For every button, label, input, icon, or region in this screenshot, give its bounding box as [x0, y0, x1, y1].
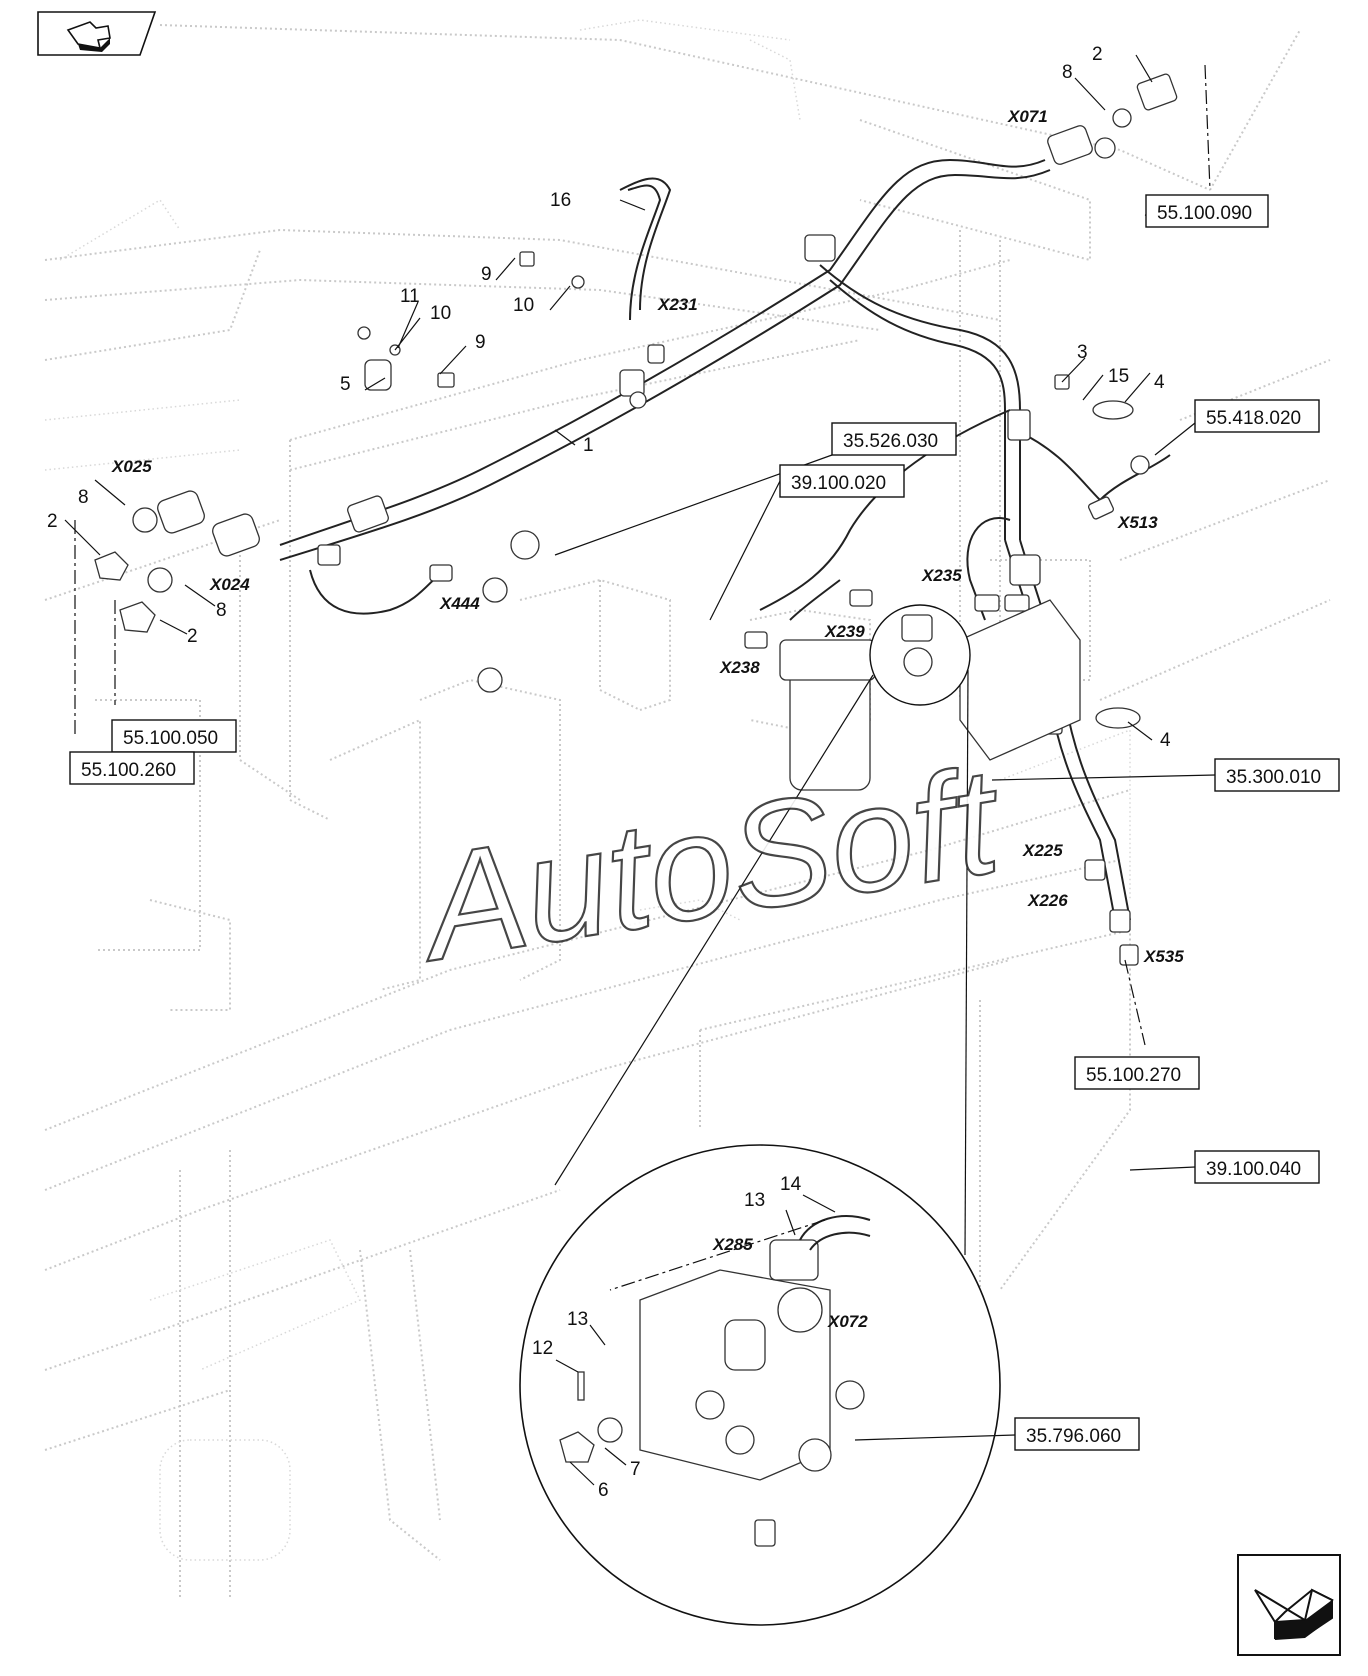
connector-label: X231	[657, 295, 698, 314]
callout-label: 3	[1077, 342, 1088, 363]
callout-label: 14	[780, 1174, 802, 1195]
ref-box[interactable]: 55.100.270	[1074, 1056, 1200, 1090]
callout-label: 6	[598, 1480, 609, 1501]
callout-label: 9	[475, 332, 486, 353]
callout-label: 13	[567, 1309, 588, 1330]
ref-box[interactable]: 35.526.030	[831, 422, 957, 456]
ref-label: 55.100.260	[81, 760, 176, 781]
connector-labels: X071 X231 X025 X024 X444 X235 X239 X238 …	[111, 107, 1184, 1331]
watermark: AutoSoft	[405, 735, 1013, 993]
ref-label: 35.526.030	[843, 431, 938, 452]
center-lines	[74, 64, 1211, 1046]
detail-views	[519, 604, 1001, 1626]
connector-label: X071	[1007, 107, 1048, 126]
connector-label: X226	[1027, 891, 1068, 910]
ref-box[interactable]: 55.100.260	[69, 751, 195, 785]
connector-label: X025	[111, 457, 152, 476]
callout-label: 5	[340, 374, 351, 395]
reference-boxes: 55.100.090 35.526.030 39.100.020 55.418.…	[69, 194, 1340, 1451]
callout-label: 1	[583, 435, 594, 456]
connector-label: X072	[827, 1312, 868, 1331]
callout-label: 2	[1092, 44, 1103, 65]
callout-label: 13	[744, 1190, 765, 1211]
callout-label: 2	[187, 626, 198, 647]
arrow-next-icon	[1254, 1588, 1334, 1640]
connector-label: X024	[209, 575, 250, 594]
ref-label: 39.100.040	[1206, 1159, 1301, 1180]
callout-label: 15	[1108, 366, 1129, 387]
connector-label: X239	[824, 622, 865, 641]
arrow-prev-icon	[66, 21, 111, 52]
callout-label: 10	[513, 295, 534, 316]
prev-page-button[interactable]	[37, 11, 157, 56]
callout-label: 2	[47, 511, 58, 532]
callout-label: 8	[78, 487, 89, 508]
ref-box[interactable]: 39.100.040	[1194, 1150, 1320, 1184]
connector-label: X235	[921, 566, 962, 585]
callout-numbers: 2 8 16 9 10 11 10 9 5 1 3 15 4 8 2 2 8 4…	[47, 44, 1171, 1501]
ref-label: 35.796.060	[1026, 1426, 1121, 1447]
callout-label: 11	[400, 286, 420, 307]
connector-label: X238	[719, 658, 760, 677]
ref-label: 35.300.010	[1226, 767, 1321, 788]
ref-box[interactable]: 55.100.090	[1145, 194, 1269, 228]
ref-label: 55.100.050	[123, 728, 218, 749]
next-page-button[interactable]	[1237, 1554, 1341, 1656]
ref-label: 55.100.270	[1086, 1065, 1181, 1086]
ref-label: 55.100.090	[1157, 203, 1252, 224]
callout-label: 10	[430, 303, 451, 324]
callout-label: 9	[481, 264, 492, 285]
connector-label: X225	[1022, 841, 1063, 860]
ref-box[interactable]: 39.100.020	[779, 464, 905, 498]
callout-label: 7	[630, 1459, 641, 1480]
connector-label: X513	[1117, 513, 1158, 532]
callout-label: 12	[532, 1338, 553, 1359]
connector-label: X535	[1143, 947, 1184, 966]
ref-box[interactable]: 35.796.060	[1014, 1417, 1140, 1451]
ref-box[interactable]: 35.300.010	[1214, 758, 1340, 792]
callout-label: 4	[1154, 372, 1165, 393]
ref-label: 39.100.020	[791, 473, 886, 494]
callout-label: 4	[1160, 730, 1171, 751]
callout-label: 8	[216, 600, 227, 621]
callout-label: 16	[550, 190, 571, 211]
connector-label: X285	[712, 1235, 753, 1254]
wire-harness	[279, 158, 1171, 921]
connector-label: X444	[439, 594, 480, 613]
callout-label: 8	[1062, 62, 1073, 83]
ref-label: 55.418.020	[1206, 408, 1301, 429]
ref-box[interactable]: 55.100.050	[111, 719, 237, 753]
ref-box[interactable]: 55.418.020	[1194, 399, 1320, 433]
